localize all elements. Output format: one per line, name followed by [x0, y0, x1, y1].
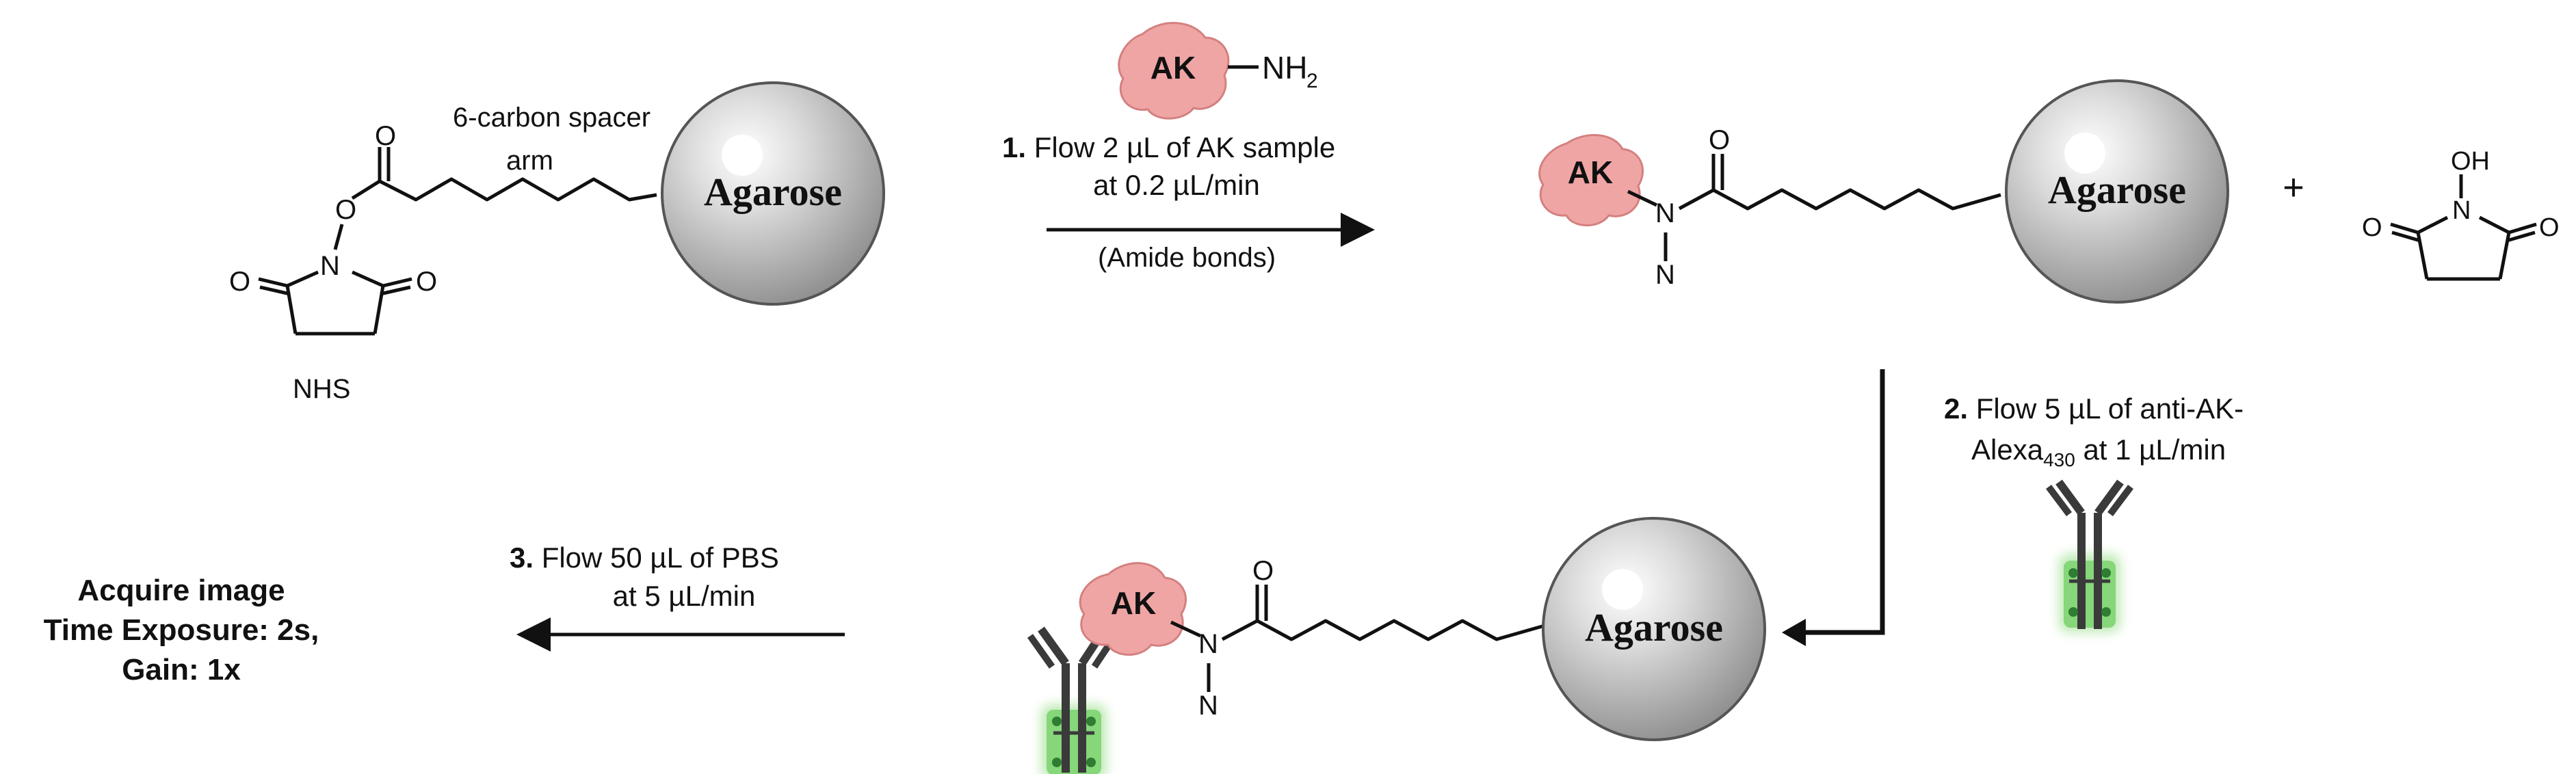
ak-label-coupled: AK: [1568, 155, 1613, 190]
spacer-chain-1: [378, 177, 657, 202]
svg-text:Alexa430 at 1 µL/min: Alexa430 at 1 µL/min: [1971, 433, 2226, 470]
spacer-chain-3: [1221, 619, 1545, 641]
bound-amide-oxygen: O: [1252, 556, 1274, 586]
agarose-bead-3: [1542, 517, 1766, 741]
imide-oxygen-left: O: [229, 267, 250, 297]
step-2: 2. Flow 5 µL of anti-AK- Alexa430 at 1 µ…: [1782, 369, 2244, 646]
step1-line2: at 0.2 µL/min: [1093, 169, 1260, 201]
agarose-bead-2: [2005, 79, 2229, 304]
plus-sign: +: [2283, 167, 2304, 208]
svg-text:2. Flow 5 µL of anti-AK-: 2. Flow 5 µL of anti-AK-: [1944, 392, 2244, 425]
amine-label: NH: [1262, 50, 1307, 85]
step2-line2-tail: at 1 µL/min: [2075, 433, 2226, 466]
ak-protein-blob-bound: [1079, 562, 1187, 656]
bound-amide-nitrogen: N: [1198, 629, 1218, 659]
spacer-label-arm: arm: [506, 146, 553, 176]
terminal-nitrogen: N: [1655, 260, 1675, 290]
spacer-chain-2: [1678, 188, 2001, 211]
agarose-bead-label: Agarose: [704, 170, 842, 214]
agarose-bead-1: [661, 81, 885, 306]
amine-subscript: 2: [1306, 70, 1318, 92]
ak-protein-blob-coupled: [1538, 134, 1644, 227]
hydroxyl-label: OH: [2451, 147, 2490, 176]
svg-text:1. Flow 2 µL of AK sample: 1. Flow 2 µL of AK sample: [1002, 131, 1335, 163]
step2-line1: Flow 5 µL of anti-AK-: [1968, 392, 2244, 425]
nhs-oxygen-right: O: [2539, 213, 2560, 242]
step3-line1: Flow 50 µL of PBS: [534, 542, 779, 574]
imide-oxygen-right: O: [416, 267, 437, 297]
ak-protein-blob-reagent: [1118, 22, 1230, 120]
step2-arrow: [1792, 369, 1885, 635]
nhs-label: NHS: [293, 374, 350, 404]
svg-text:3. Flow 50 µL of PBS: 3. Flow 50 µL of PBS: [510, 542, 779, 574]
step1-line3: (Amide bonds): [1098, 243, 1276, 273]
agarose-bead-label: Agarose: [2048, 168, 2186, 212]
step2-alexa-sub: 430: [2043, 449, 2075, 470]
ester-oxygen: O: [335, 195, 356, 225]
step1-line1: Flow 2 µL of AK sample: [1026, 131, 1335, 163]
result-line1: Acquire image: [77, 574, 285, 607]
ak-label-bound: AK: [1111, 585, 1156, 621]
succinimide-nitrogen: N: [320, 251, 340, 281]
result-line3: Gain: 1x: [122, 653, 241, 686]
ak-coupled-agarose: AK N N O Agarose +: [1538, 79, 2304, 304]
step2-alexa: Alexa: [1971, 433, 2044, 466]
spacer-label: 6-carbon spacer: [453, 103, 650, 133]
step3-line2: at 5 µL/min: [613, 580, 756, 612]
bound-terminal-nitrogen: N: [1198, 691, 1218, 721]
ak-label-reagent: AK: [1151, 50, 1196, 85]
carbonyl-oxygen: O: [375, 121, 396, 151]
step3-number: 3.: [510, 542, 534, 574]
result-line2: Time Exposure: 2s,: [44, 613, 319, 647]
agarose-bead-label: Agarose: [1585, 605, 1723, 650]
ak-amine-reagent: AK NH 2: [1118, 22, 1318, 120]
released-nhs: OH N O O: [2362, 147, 2560, 281]
step-3: 3. Flow 50 µL of PBS at 5 µL/min: [510, 542, 845, 652]
acquire-image-result: Acquire image Time Exposure: 2s, Gain: 1…: [44, 574, 319, 686]
amide-oxygen: O: [1709, 125, 1730, 155]
step-1: 1. Flow 2 µL of AK sample at 0.2 µL/min …: [1002, 131, 1375, 273]
step2-number: 2.: [1944, 392, 1968, 425]
amide-nitrogen: N: [1655, 198, 1675, 228]
nhs-nitrogen: N: [2452, 196, 2471, 225]
nhs-activated-agarose: O O N O O NHS 6-carbon spacer arm Agaros…: [229, 81, 885, 404]
ak-antibody-agarose: AK N N O Agarose: [1027, 517, 1766, 774]
nhs-oxygen-left: O: [2362, 213, 2382, 242]
fluorescent-antibody-icon: [2046, 479, 2133, 632]
bound-antibody-icon: [1027, 626, 1118, 774]
step1-number: 1.: [1002, 131, 1026, 163]
